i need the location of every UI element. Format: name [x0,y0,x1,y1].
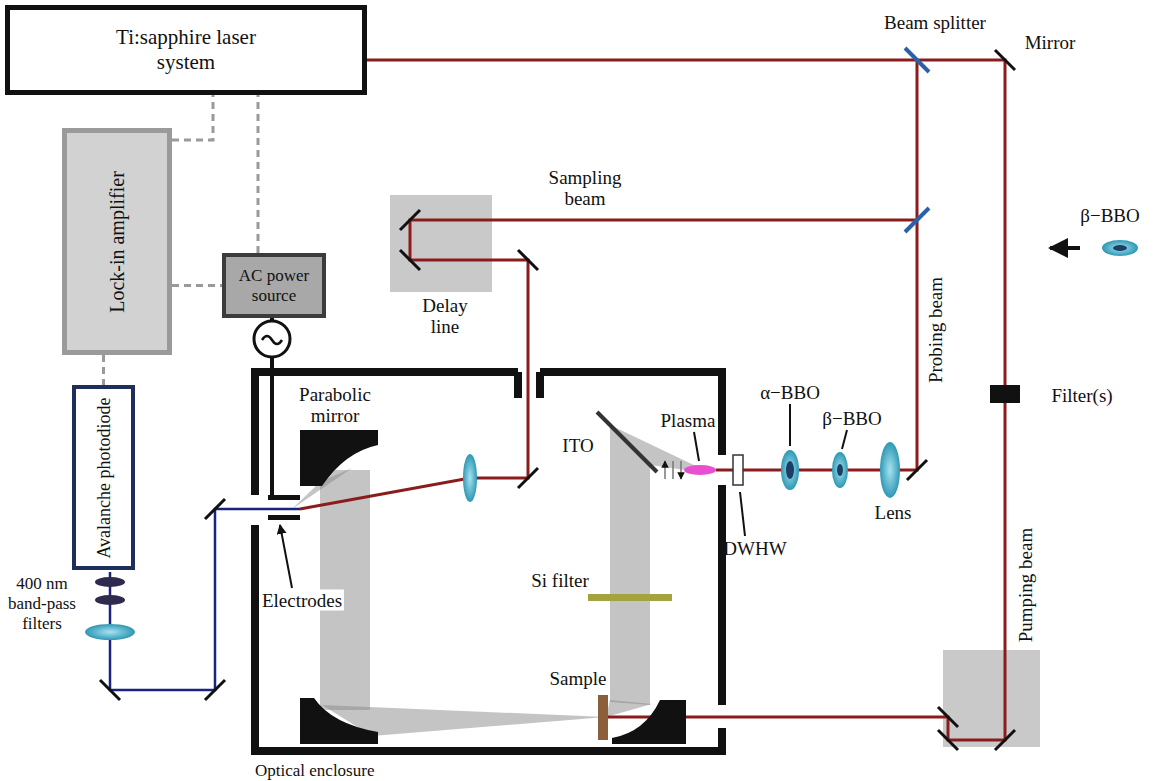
band-pass-filter [95,577,125,587]
bbo-crystal [781,240,1138,490]
part-label: Si filter [531,570,589,591]
electrode [268,495,300,520]
ito-mirror [597,412,657,472]
part-label: Parabolic mirror [285,384,385,426]
lock-in-box: Lock-in amplifier [62,128,172,355]
ac-wire [254,321,290,357]
parabolic-mirror [300,430,686,744]
mirror [100,50,1015,750]
laser-beam [300,60,1005,740]
part-label: β−BBO [822,408,881,429]
part-label: ITO [562,435,593,456]
optical-enclosure: Optical enclosure [255,372,722,755]
laser-beam [716,60,917,470]
delay-stage [390,195,1040,747]
parabolic-mirror [612,700,686,744]
node-text: Avalanche photodiode [93,397,114,558]
thz-beam [292,425,700,736]
bbo-crystal [1102,240,1138,256]
part-label: Sample [550,668,607,689]
si-filter [588,594,672,601]
electrode [268,495,300,500]
dwhw-plate [733,455,743,485]
part-label: Lens [875,502,912,523]
parabolic-mirror [300,430,378,486]
laser-box: Ti:sapphire laser system [5,5,367,95]
enclosure-wall [251,368,726,755]
part-label: DWHW [723,538,786,559]
laser-beam [367,60,1005,740]
leader-arrow [280,404,847,588]
lens [85,624,135,640]
ac-wire [262,336,282,344]
bbo-crystal [837,464,843,476]
bbo-crystal [1113,245,1127,251]
delay-stage [943,650,1040,747]
part-label: Delay line [415,295,475,337]
signal-connector [102,355,105,385]
filter [990,385,1020,403]
node-text: AC power source [230,266,318,305]
thz-beam [610,425,650,705]
bbo-crystal [786,461,794,479]
part-label: Filter(s) [1051,385,1112,406]
part-label: Pumping beam [1015,528,1036,643]
lens [463,454,477,502]
power-source-box: AC power source [222,253,326,318]
node-text: Lock-in amplifier [106,171,129,313]
part-label: α−BBO [760,382,820,403]
polarization-arrow [665,461,681,479]
part-label: Beam splitter [884,12,986,33]
signal-connector [172,95,213,140]
part-label: Electrodes [260,590,344,611]
signal-connector [257,95,260,253]
ac-wire [254,318,290,495]
laser-beam [300,220,917,509]
node-text: Ti:sapphire laser system [116,25,256,75]
part-label: β−BBO [1080,205,1139,226]
beam-splitter [905,48,929,232]
parabolic-mirror [300,698,378,744]
signal-connector [172,284,222,287]
part-label: Plasma [661,410,716,431]
lens [880,442,900,498]
node-text: Optical enclosure [255,762,374,779]
band-pass-filter [95,577,125,605]
thz-beam [606,700,652,717]
part-label: Mirror [1025,32,1076,53]
part-label: 400 nm band-pass filters [2,574,82,634]
part-label: Sampling beam [540,167,630,209]
part-label: Probing beam [925,277,946,383]
bbo-crystal [832,452,848,488]
delay-stage [390,195,492,292]
photodiode-box: Avalanche photodiode [72,385,135,570]
bbo-crystal [781,450,799,490]
band-pass-filter [95,595,125,605]
sample [598,695,608,740]
plasma [684,465,716,475]
electrode [268,515,300,520]
insert-arrow [1050,246,1080,250]
